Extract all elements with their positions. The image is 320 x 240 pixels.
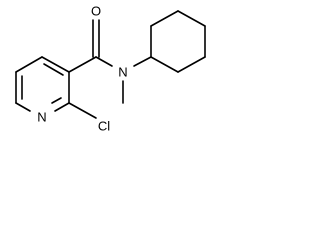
amide-nitrogen-label: N: [118, 64, 127, 79]
bond-c2-cl: [68, 102, 97, 119]
pyridine-ring: [15, 56, 70, 112]
bond-cy-2: [177, 56, 206, 73]
bond-cy-4: [177, 10, 206, 27]
bond-cy-1: [150, 56, 179, 73]
bond-cy-5: [150, 10, 179, 27]
bond-ring-n-c6: [15, 102, 31, 112]
oxygen-label: O: [91, 3, 101, 18]
bond-n-cyclohexyl: [133, 56, 152, 67]
bond-ring-c2-n: [54, 102, 70, 112]
chlorine-label: Cl: [98, 118, 110, 133]
bond-ring-inner-bottom: [51, 97, 62, 104]
bond-ring-top: [41, 56, 70, 73]
structure-diagram: O N N Cl: [15, 3, 206, 133]
bond-carbonyl-n: [95, 56, 113, 67]
cyclohexane-ring: [150, 10, 206, 73]
bond-ring-inner-top: [43, 63, 64, 76]
bond-ring-top-left: [15, 56, 43, 73]
pyridine-nitrogen-label: N: [37, 109, 46, 124]
bond-c3-carbonyl: [68, 56, 97, 73]
